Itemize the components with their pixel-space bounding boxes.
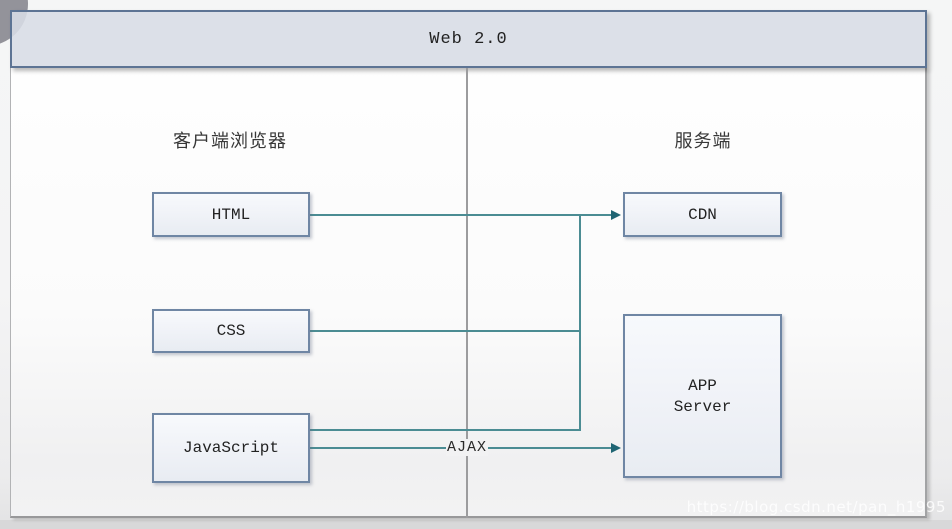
ajax-connection-label: AJAX (445, 439, 489, 456)
node-css: CSS (152, 309, 310, 353)
diagram-title: Web 2.0 (429, 29, 508, 49)
connector-html-to-cdn (310, 214, 612, 216)
watermark: https://blog.csdn.net/pan_h1995 (686, 498, 946, 516)
connector-javascript-to-merge (310, 429, 581, 431)
diagram-header: Web 2.0 (10, 10, 927, 68)
connector-merge-vertical (579, 214, 581, 431)
node-css-label: CSS (216, 322, 246, 340)
node-javascript-label: JavaScript (182, 439, 279, 457)
bottom-strip (0, 520, 952, 529)
node-app-server: APP Server (623, 314, 782, 478)
connector-css-to-merge (310, 330, 581, 332)
arrowhead-app-server-icon (611, 443, 621, 453)
node-html: HTML (152, 192, 310, 237)
server-section-label: 服务端 (674, 131, 732, 152)
node-cdn: CDN (623, 192, 782, 237)
node-app-server-label-line1: APP (688, 377, 717, 395)
node-html-label: HTML (211, 205, 251, 224)
arrowhead-cdn-icon (611, 210, 621, 220)
node-app-server-label-line2: Server (673, 398, 732, 416)
node-cdn-label: CDN (688, 205, 717, 224)
client-section-label: 客户端浏览器 (173, 131, 287, 152)
node-javascript: JavaScript (152, 413, 310, 483)
section-divider (466, 68, 468, 518)
